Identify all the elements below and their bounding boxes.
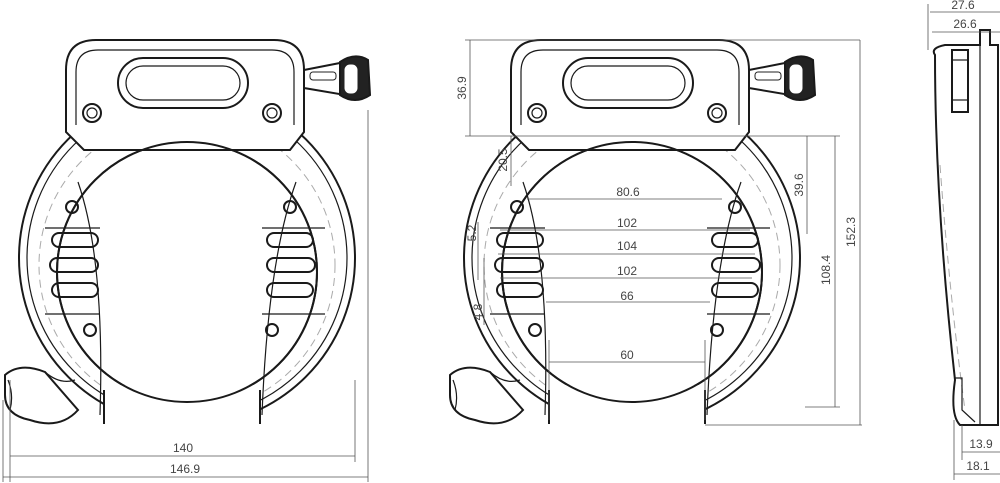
dim-slat-width-1: 102 [617, 216, 637, 230]
dim-ring-top-to-pin: 20.5 [496, 148, 510, 172]
dim-plate-height: 36.9 [455, 76, 469, 100]
dim-outer-width: 146.9 [170, 462, 200, 476]
dim-ring-height: 108.4 [819, 255, 833, 285]
dim-slat-width-2: 104 [617, 239, 637, 253]
dim-total-height: 152.3 [844, 217, 858, 247]
dim-opening: 60 [620, 348, 634, 362]
dim-slat-pitch: 5.2 [465, 224, 479, 241]
lock-detail-drawing [449, 39, 816, 436]
detail-view: 36.9 20.5 80.6 39.6 102 104 102 66 5.2 4… [449, 39, 862, 436]
front-view: 140 146.9 [2, 39, 371, 482]
dim-bottom-outer: 18.1 [966, 459, 990, 473]
lock-side-drawing [932, 29, 999, 426]
dim-pin-span: 80.6 [616, 185, 640, 199]
dim-bottom-inner: 13.9 [969, 437, 993, 451]
dim-slat-gap: 4.8 [471, 303, 485, 320]
dim-inner-span: 66 [620, 289, 634, 303]
dim-ring-top-to-slats: 39.6 [792, 173, 806, 197]
dim-depth-body: 26.6 [953, 17, 977, 31]
dim-inner-width: 140 [173, 441, 193, 455]
side-view: 27.6 26.6 13.9 18.1 [927, 0, 1000, 480]
dim-depth-max: 27.6 [951, 0, 975, 12]
dim-slat-width-3: 102 [617, 264, 637, 278]
lock-front-drawing [4, 39, 371, 436]
